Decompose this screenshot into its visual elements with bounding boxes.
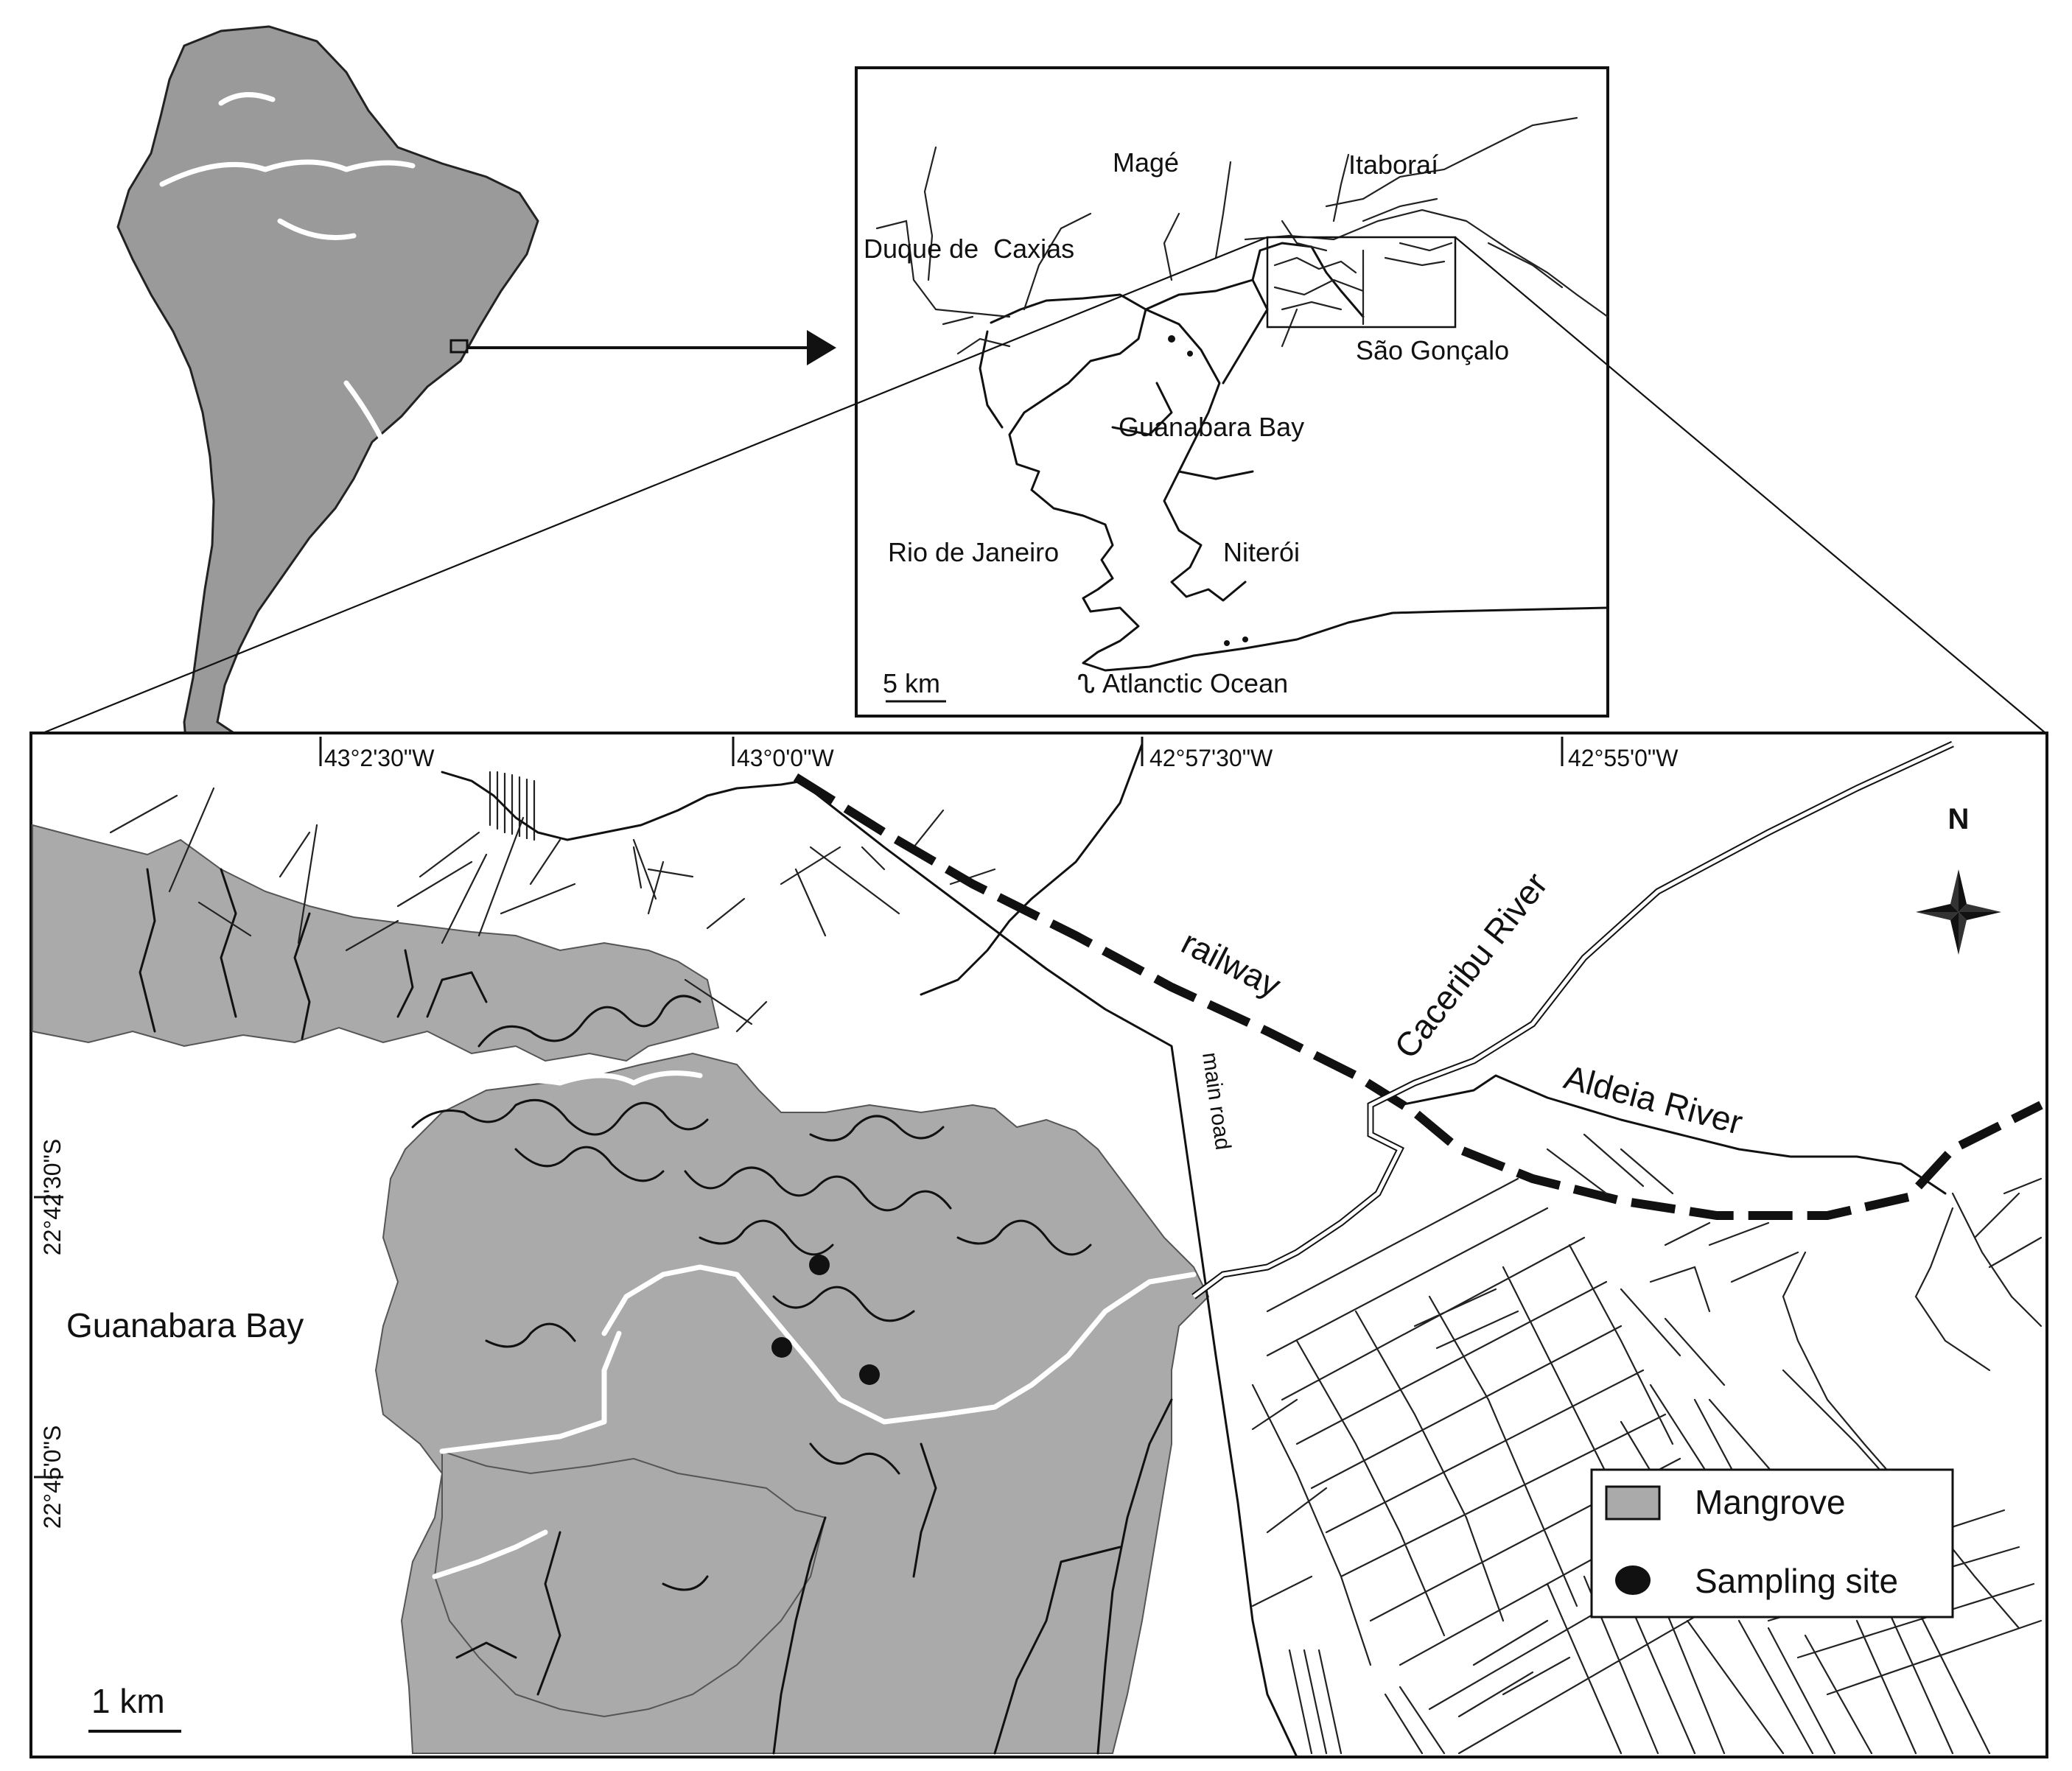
place-sao-goncalo: São Gonçalo bbox=[1356, 335, 1509, 365]
place-atlantic-ocean: Atlanctic Ocean bbox=[1102, 668, 1288, 698]
place-rio-de-janeiro: Rio de Janeiro bbox=[888, 537, 1059, 567]
legend-mangrove-swatch bbox=[1605, 1485, 1661, 1521]
aldeia-river bbox=[1399, 1074, 1947, 1195]
creek-main bbox=[410, 1070, 703, 1101]
place-mage: Magé bbox=[1113, 147, 1179, 178]
coord-side-1: 22°42'30"S bbox=[39, 1139, 66, 1255]
mangrove-area-north bbox=[32, 824, 720, 1062]
legend-sampling-site-dot bbox=[1615, 1565, 1651, 1595]
inset-island bbox=[1242, 636, 1248, 642]
coord-side-2: 22°45'0"S bbox=[39, 1425, 66, 1529]
amazon-river bbox=[159, 159, 416, 187]
south-america-shape bbox=[116, 25, 539, 849]
south-america-map bbox=[116, 25, 836, 849]
creek-south bbox=[432, 1529, 548, 1579]
legend-sampling-site-label: Sampling site bbox=[1695, 1562, 1898, 1600]
label-guanabara-bay: Guanabara Bay bbox=[66, 1306, 304, 1344]
coordinate-ticks bbox=[34, 737, 1564, 1479]
continent-river-2 bbox=[218, 92, 386, 445]
mangrove-area-south bbox=[433, 1450, 827, 1718]
compass-north-label: N bbox=[1948, 803, 1970, 835]
mangrove-meanders bbox=[411, 1098, 1092, 1755]
place-niteroi: Niterói bbox=[1223, 537, 1300, 567]
inset-island bbox=[1187, 351, 1193, 357]
main-road bbox=[798, 779, 1298, 1758]
bay-coastline bbox=[990, 293, 1609, 672]
coord-top-3: 42°57'30"W bbox=[1149, 745, 1273, 771]
arrow-head bbox=[807, 330, 836, 365]
creek-west bbox=[439, 1330, 622, 1454]
railway bbox=[793, 773, 2043, 1220]
inset-scale-label: 5 km bbox=[883, 668, 940, 698]
north-meander bbox=[139, 868, 701, 1048]
zoom-connectors bbox=[42, 236, 2046, 734]
legend: Mangrove Sampling site bbox=[1590, 1468, 1954, 1619]
coord-top-4: 42°55'0"W bbox=[1568, 745, 1679, 771]
coord-top-2: 43°0'0"W bbox=[737, 745, 834, 771]
south-road bbox=[1096, 1398, 1173, 1755]
inset-map: Magé Itaboraí Duque de Caxias São Gonçal… bbox=[855, 66, 1609, 718]
main-map: 43°2'30"W 43°0'0"W 42°57'30"W 42°55'0"W … bbox=[29, 732, 2048, 1758]
place-itaborai: Itaboraí bbox=[1348, 150, 1438, 180]
inset-zoom-box bbox=[1266, 236, 1457, 329]
creek-central bbox=[601, 1264, 1197, 1425]
bay-north-shore bbox=[1144, 242, 1365, 385]
bay-inner-shore bbox=[979, 330, 1254, 480]
sampling-site-1 bbox=[809, 1255, 830, 1275]
inset-island bbox=[1168, 335, 1175, 343]
coord-top-1: 43°2'30"W bbox=[324, 745, 435, 771]
northwest-drainage bbox=[109, 787, 996, 1033]
sampling-site-3 bbox=[859, 1364, 880, 1385]
wave-icon: ᔐ bbox=[1077, 670, 1095, 698]
southwest-road bbox=[993, 1546, 1121, 1755]
top-road bbox=[441, 771, 805, 841]
inset-island bbox=[1224, 640, 1230, 646]
bay-east-shore bbox=[1144, 308, 1247, 602]
legend-mangrove-label: Mangrove bbox=[1695, 1483, 1846, 1521]
compass-rose-icon bbox=[1916, 869, 2001, 955]
place-duque-de-caxias: Duque de Caxias bbox=[864, 234, 1074, 264]
main-scale-label: 1 km bbox=[91, 1682, 165, 1720]
zoom-box-detail bbox=[1273, 249, 1446, 326]
inset-frame bbox=[855, 66, 1609, 718]
sampling-site-2 bbox=[771, 1337, 792, 1358]
caceribu-river-inner bbox=[1192, 742, 1954, 1298]
place-guanabara-bay: Guanabara Bay bbox=[1119, 412, 1304, 442]
